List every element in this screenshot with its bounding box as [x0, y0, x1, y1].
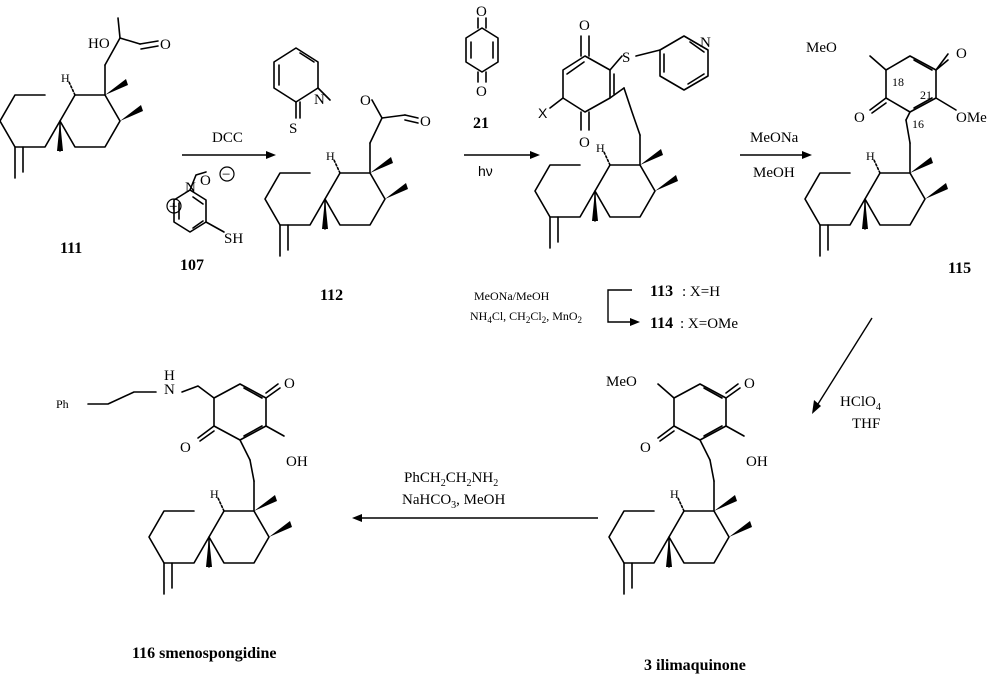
compound-116: N H Ph O OH O 116 smenospongidine: [56, 368, 308, 662]
conversion-113-114: MeONa/MeOH NH4Cl, CH2Cl2, MnO2 113 : X=H…: [470, 283, 738, 332]
label-s-113: S: [622, 50, 630, 66]
label-3: 3 ilimaquinone: [644, 657, 746, 674]
compound-21: O O 21: [465, 4, 499, 132]
reagent-amine: PhCH2CH2NH2: [404, 470, 498, 489]
label-ph: Ph: [56, 397, 69, 411]
arrow-dcc: DCC: [182, 130, 276, 159]
label-o-113-bottom: O: [579, 135, 590, 151]
label-114: 114: [650, 315, 673, 332]
compound-115: MeO O OMe O 18 21 16 115: [804, 40, 987, 277]
arrow-amination: PhCH2CH2NH2 NaHCO3, MeOH: [352, 470, 598, 522]
label-meo-3: MeO: [606, 374, 637, 390]
arrow-photolysis: hν: [464, 151, 540, 179]
label-o-115-top: O: [956, 46, 967, 62]
label-111: 111: [60, 240, 82, 257]
reagent-thf: THF: [852, 416, 880, 432]
label-114-desc: : X=OMe: [680, 316, 738, 332]
label-n-pyridyl: N: [700, 35, 711, 51]
label-o-3-top: O: [744, 376, 755, 392]
reagent-dcc: DCC: [212, 130, 243, 146]
label-ho: HO: [88, 36, 110, 52]
compound-111: HO O 111: [0, 17, 171, 257]
label-sh: SH: [224, 231, 243, 247]
label-meo-115: MeO: [806, 40, 837, 56]
label-minus: −: [222, 167, 230, 183]
label-21: 21: [473, 115, 489, 132]
label-112: 112: [320, 287, 343, 304]
label-113: 113: [650, 283, 673, 300]
label-o-116-bottom: O: [180, 440, 191, 456]
label-n-116: N: [164, 382, 175, 398]
label-c21: 21: [920, 88, 932, 102]
label-h-116: H: [164, 368, 175, 384]
label-o-107: O: [200, 173, 211, 189]
label-o-115-bottom: O: [854, 110, 865, 126]
label-116: 116 smenospongidine: [132, 645, 276, 662]
label-c16: 16: [912, 117, 924, 131]
label-s-112: S: [289, 121, 297, 137]
arrow-hydrolysis: HClO4 THF: [812, 317, 881, 432]
compound-113-114: O O S N X: [534, 18, 711, 249]
label-o-113-top: O: [579, 18, 590, 34]
label-113-desc: : X=H: [682, 284, 720, 300]
reagent-nahco3: NaHCO3, MeOH: [402, 492, 505, 511]
compound-3: MeO O OH O 3 ilimaquinone: [606, 374, 768, 674]
reagent-hv: hν: [478, 163, 493, 179]
label-n-112: N: [314, 92, 325, 108]
reagent-107: + N O − SH 107: [166, 166, 243, 274]
reagent-hclo4: HClO4: [840, 394, 881, 413]
condition-meona-meoh: MeONa/MeOH: [474, 289, 550, 303]
label-oh-3: OH: [746, 454, 768, 470]
label-o-ester: O: [360, 93, 371, 109]
label-oh-116: OH: [286, 454, 308, 470]
label-o-3-bottom: O: [640, 440, 651, 456]
arrow-methoxide: MeONa MeOH: [740, 130, 812, 181]
label-plus: +: [169, 199, 177, 215]
label-o-21-top: O: [476, 4, 487, 20]
condition-workup: NH4Cl, CH2Cl2, MnO2: [470, 309, 582, 325]
label-o-21-bottom: O: [476, 84, 487, 100]
label-115: 115: [948, 260, 971, 277]
label-o-carbonyl: O: [420, 114, 431, 130]
reagent-meoh: MeOH: [753, 165, 795, 181]
label-o-116-top: O: [284, 376, 295, 392]
label-ome-115: OMe: [956, 110, 987, 126]
label-c18: 18: [892, 75, 904, 89]
label-o: O: [160, 37, 171, 53]
label-n-107: N: [185, 180, 196, 196]
compound-112: N O O S 112: [264, 47, 431, 304]
reagent-meona: MeONa: [750, 130, 799, 146]
label-107: 107: [180, 257, 204, 274]
label-x: X: [538, 105, 548, 121]
